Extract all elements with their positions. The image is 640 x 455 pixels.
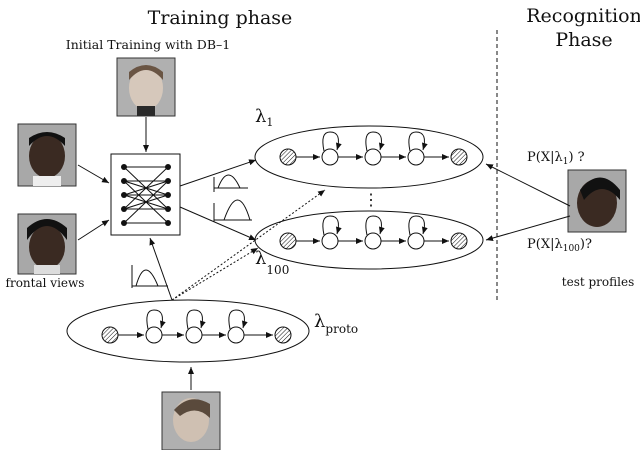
prob-lambda-100: P(X|λ100)? (527, 237, 592, 254)
gaussian-plots (131, 174, 252, 288)
models-ellipsis: ⋮ (363, 190, 379, 209)
test-profiles-label: test profiles (562, 275, 634, 289)
lambda-1-label: λ1 (255, 106, 273, 129)
prob-lambda-1-pre: P(X| (527, 150, 554, 165)
frontal-views-label: frontal views (6, 276, 85, 290)
hmm-model-100 (254, 210, 484, 270)
lambda-proto-sub: proto (325, 322, 358, 336)
frontal-face-photo-2 (17, 213, 77, 275)
prob-lambda-1-sub: 1 (563, 157, 569, 167)
prob-lambda-100-post: )? (580, 237, 592, 252)
initial-training-label: Initial Training with DB–1 (66, 37, 230, 52)
prob-lambda-1-symbol: λ (554, 150, 562, 165)
prob-lambda-1-post: ) ? (568, 150, 584, 165)
prob-lambda-100-sub: 100 (563, 244, 580, 254)
lambda-100-label: λ100 (255, 248, 289, 277)
neural-network-box (110, 153, 181, 236)
prob-lambda-100-symbol: λ (554, 237, 562, 252)
training-phase-title: Training phase (148, 7, 293, 29)
prob-lambda-1: P(X|λ1) ? (527, 150, 585, 167)
hmm-model-1 (254, 125, 484, 189)
lambda-proto-label: λproto (314, 311, 358, 336)
profile-test-photo (567, 169, 627, 233)
initial-face-photo (116, 57, 176, 117)
input-arrows (77, 117, 257, 390)
prob-lambda-100-pre: P(X| (527, 237, 554, 252)
proto-init-arrows (171, 189, 326, 301)
hmm-model-proto (66, 299, 310, 363)
lambda-100-sub: 100 (266, 263, 289, 277)
lambda-proto-symbol: λ (314, 311, 325, 332)
profile-proto-photo (161, 391, 221, 451)
recognition-arrows (485, 163, 571, 241)
frontal-face-photo-1 (17, 123, 77, 187)
lambda-100-symbol: λ (255, 248, 266, 269)
recognition-phase-title-line1: Recognition (526, 5, 640, 27)
lambda-1-sub: 1 (266, 116, 273, 129)
lambda-1-symbol: λ (255, 106, 266, 127)
recognition-phase-title-line2: Phase (555, 29, 612, 51)
